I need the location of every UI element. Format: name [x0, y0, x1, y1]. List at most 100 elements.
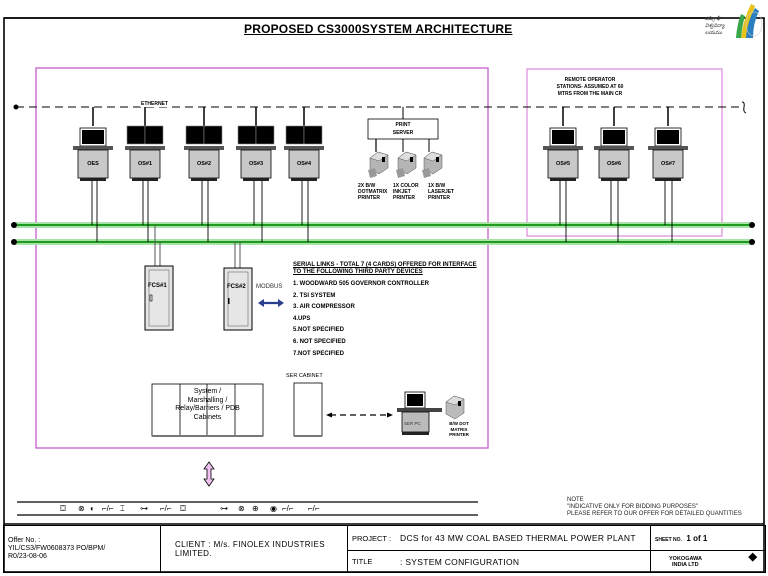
ser-cabinet [293, 382, 323, 437]
printer-label-laserjet: 1X B/W LASERJET PRINTER [428, 183, 458, 201]
company-name: YOKOGAWA [669, 555, 703, 562]
field-instrument-symbol: ⌶ [120, 504, 125, 513]
serial-link-item: 4.UPS [293, 315, 311, 322]
remote-stations-boundary [526, 68, 723, 237]
printer-label-line: PRINTER [358, 195, 380, 201]
printer-label-line: INKJET [393, 189, 411, 195]
printer-label-line: DOTMATRIX [358, 189, 388, 195]
main-control-room-boundary [35, 67, 489, 449]
project-label: PROJECT : [347, 525, 396, 551]
field-instrument-symbol: ⌐/⌐ [282, 504, 294, 513]
station-label: OS#1 [137, 161, 153, 167]
project-value: DCS for 43 MW COAL BASED THERMAL POWER P… [396, 525, 651, 551]
title-block: Offer No. : YIL/CS3/FW0608373 PO/BPM/ R0… [3, 525, 766, 573]
serial-links-heading: SERIAL LINKS - TOTAL 7 (4 CARDS) OFFERED… [293, 262, 477, 275]
logo-line: లయము [705, 30, 722, 36]
printer-label-inkjet: 1X COLOR INKJET PRINTER [393, 183, 423, 201]
company-cell: YOKOGAWA INDIA LTD ◆ [650, 550, 766, 573]
ser-printer-label-line: MATRIX [450, 426, 468, 432]
fcs2-label: FCS#2 [227, 284, 246, 290]
operator-station [594, 107, 634, 242]
field-instrument-symbol: ⊕ [252, 504, 259, 513]
serial-link-item: 1. WOODWARD 505 GOVERNOR CONTROLLER [293, 281, 430, 287]
offer-label: Offer No. : [8, 537, 41, 544]
ser-printer-label: B/W DOT MATRIX PRINTER [444, 421, 474, 438]
operator-station [73, 107, 113, 242]
printer-icon [396, 151, 417, 178]
drawing-title: PROPOSED CS3000SYSTEM ARCHITECTURE [244, 22, 513, 36]
field-instrument-symbol: ⌐/⌐ [102, 504, 114, 513]
ser-pc-label: SER PC [404, 421, 421, 426]
field-instrument-symbol: ⊶ [220, 504, 228, 513]
field-instrument-symbols: ⛋⊗◐⌐/⌐⌶⊶⌐/⌐⛋⊶⊗⊕◉⌐/⌐⌐/⌐ [60, 503, 420, 515]
offer-cell: Offer No. : YIL/CS3/FW0608373 PO/BPM/ R0… [3, 525, 161, 573]
field-instrument-symbol: ⛋ [180, 504, 187, 513]
station-label: OS#2 [196, 161, 212, 167]
ser-cabinet-label: SER CABINET [286, 373, 323, 379]
title-value: : SYSTEM CONFIGURATION [396, 550, 651, 573]
note-title: NOTE [567, 497, 584, 503]
station-label: OS#5 [555, 161, 571, 167]
modbus-arrow [258, 299, 284, 307]
station-label: OES [87, 161, 99, 167]
field-instrument-symbol: ◐ [90, 504, 95, 513]
ser-printer-icon [445, 395, 465, 420]
field-instrument-symbol: ⌐/⌐ [308, 504, 320, 513]
printer-label-line: 2X B/W [358, 183, 376, 189]
printer-label-line: LASERJET [428, 189, 455, 195]
company-name-line2: INDIA LTD [672, 561, 699, 568]
title-label: TITLE [347, 550, 396, 573]
offer-number: YIL/CS3/FW0608373 PO/BPM/ [8, 545, 106, 552]
fcs1-label: FCS#1 [148, 283, 167, 289]
control-bus-1 [11, 222, 755, 228]
ser-printer-label-line: PRINTER [449, 432, 469, 437]
serial-link-item: 5.NOT SPECIFIED [293, 327, 345, 334]
printer-label-line: 1X B/W [428, 183, 446, 189]
print-server-line: SERVER [392, 130, 414, 136]
cabinet-label-line: Relay/Barriers / PDB [175, 405, 240, 412]
station-label: OS#3 [248, 161, 264, 167]
print-server-line: PRINT [395, 122, 411, 128]
operator-station [284, 107, 324, 242]
printer-label-dotmatrix: 2X B/W DOTMATRIX PRINTER [358, 183, 392, 201]
offer-number-date: R0/23-08-06 [8, 553, 47, 560]
cabinet-label-line: Cabinets [193, 413, 222, 421]
operator-station [648, 107, 688, 242]
remote-stations-label: REMOTE OPERATOR STATIONS- ASSUMED AT 60 … [531, 77, 649, 98]
sheet-value: 1 of 1 [686, 533, 708, 543]
operator-station [543, 107, 583, 242]
field-instrument-symbol: ⊗ [238, 504, 245, 513]
station-label: OS#6 [606, 161, 622, 167]
sheet-label: SHEET NO. [655, 536, 682, 543]
fcs1-cabinet [144, 265, 174, 331]
remote-label-line: STATIONS- ASSUMED AT 60 [556, 84, 624, 90]
serial-link-item: 7.NOT SPECIFIED [293, 350, 345, 357]
modbus-label: MODBUS [256, 284, 283, 290]
operator-station [236, 107, 276, 242]
field-instrument-symbol: ⛋ [60, 504, 67, 513]
field-instrument-symbol: ◉ [270, 504, 277, 513]
serial-links-block: SERIAL LINKS - TOTAL 7 (4 CARDS) OFFERED… [293, 262, 483, 360]
station-label: OS#4 [296, 161, 312, 167]
serial-link-item: 6. NOT SPECIFIED [293, 338, 346, 345]
ethernet-label: ETHERNET [140, 101, 169, 107]
printer-label-line: PRINTER [393, 195, 415, 201]
field-instrument-symbol: ⊗ [78, 504, 85, 513]
control-bus-2 [11, 239, 755, 245]
sheet-cell: SHEET NO. 1 of 1 [650, 525, 766, 551]
note-line: "INDICATIVE ONLY FOR BIDDING PURPOSES" [567, 504, 698, 511]
field-instrument-symbol: ⊶ [140, 504, 148, 513]
ser-pc [397, 391, 442, 435]
ser-printer-label-line: B/W DOT [449, 421, 469, 426]
operator-station [125, 107, 165, 242]
print-server-label: PRINT SERVER [368, 121, 438, 137]
field-interface-arrow [203, 461, 215, 487]
logo-line: విశ్వవిద్యా [705, 23, 725, 29]
logo-line: ఎపిగ్రాఫ్‌ [705, 16, 721, 22]
note-block: NOTE "INDICATIVE ONLY FOR BIDDING PURPOS… [567, 497, 742, 519]
printer-label-line: 1X COLOR [393, 183, 419, 189]
printer-label-line: PRINTER [428, 195, 450, 201]
diamond-logo-icon: ◆ [748, 551, 757, 563]
serial-link-item: 3. AIR COMPRESSOR [293, 304, 355, 311]
